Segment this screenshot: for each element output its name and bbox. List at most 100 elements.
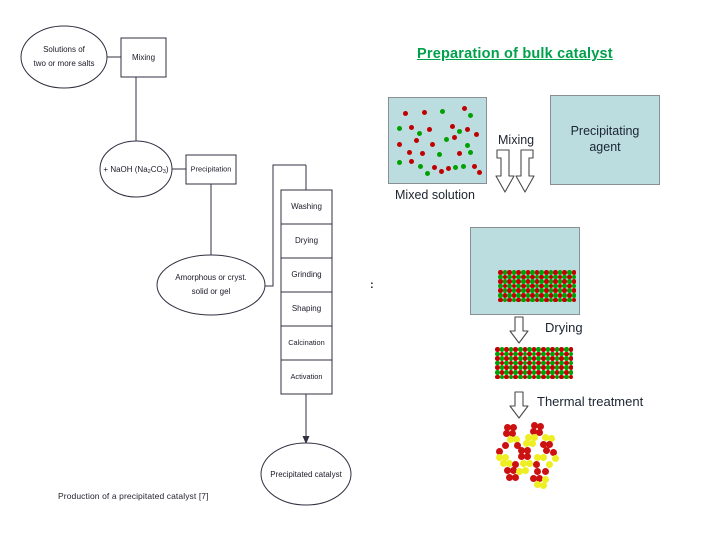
lattice-particle <box>525 274 531 280</box>
node-solutions: Solutions of two or more salts <box>20 25 108 89</box>
lattice-particle <box>511 288 517 293</box>
lattice-particle <box>562 292 567 298</box>
precipitating-agent-line2: agent <box>589 140 621 154</box>
solution-particle <box>465 143 470 148</box>
cluster-particle <box>502 442 509 449</box>
lattice-particle <box>531 374 537 380</box>
lattice-particle <box>559 369 564 375</box>
flowchart-caption: Production of a precipitated catalyst [7… <box>58 491 209 501</box>
lattice-particle <box>571 288 577 293</box>
lattice-particle <box>566 270 572 275</box>
lattice-particle <box>522 351 528 357</box>
lattice-particle <box>550 369 555 375</box>
lattice-particle <box>571 283 577 289</box>
lattice-particle <box>513 360 518 366</box>
lattice-particle <box>557 297 563 303</box>
lattice-particle <box>539 270 544 275</box>
solution-particle <box>474 132 479 137</box>
lattice-particle <box>525 279 531 284</box>
solution-particle <box>468 113 473 118</box>
lattice-particle <box>516 274 521 280</box>
cluster-particle <box>506 460 513 467</box>
lattice-particle <box>534 297 540 303</box>
mixing-arrows-icon <box>495 149 535 193</box>
cluster-particle <box>509 430 516 437</box>
thermal-treatment-label: Thermal treatment <box>537 394 644 409</box>
lattice-particle <box>511 297 517 303</box>
stray-colon-mark: : <box>370 279 374 291</box>
cluster-particle <box>533 461 540 468</box>
lattice-particle <box>531 347 537 352</box>
final-catalyst-cluster <box>490 420 568 492</box>
lattice-particle <box>554 360 560 366</box>
lattice-particle <box>562 274 567 280</box>
solution-particle <box>461 164 466 169</box>
lattice-particle <box>557 283 563 289</box>
lattice-particle <box>527 374 532 380</box>
lattice-particle <box>550 347 555 352</box>
precipitating-agent-line1: Precipitating <box>570 124 640 139</box>
lattice-particle <box>511 270 517 275</box>
cluster-particle <box>520 460 527 467</box>
lattice-particle <box>539 292 544 298</box>
cluster-particle <box>506 474 513 481</box>
lattice-particle <box>516 270 521 275</box>
cluster-particle <box>530 475 537 482</box>
lattice-particle <box>539 279 544 284</box>
drying-step-label: Drying <box>545 320 583 335</box>
lattice-particle <box>531 351 537 357</box>
lattice-particle <box>522 360 528 366</box>
lattice-particle <box>502 274 508 280</box>
lattice-particle <box>554 365 560 370</box>
lattice-particle <box>517 360 523 366</box>
lattice-particle <box>559 351 564 357</box>
lattice-particle <box>513 374 518 380</box>
lattice-particle <box>543 288 549 293</box>
lattice-particle <box>530 279 535 284</box>
lattice-particle <box>525 292 531 298</box>
lattice-particle <box>550 356 555 361</box>
lattice-particle <box>498 279 503 284</box>
lattice-particle <box>545 347 551 352</box>
page-title: Preparation of bulk catalyst <box>417 46 613 62</box>
lattice-particle <box>527 369 532 375</box>
lattice-particle <box>550 351 555 357</box>
lattice-particle <box>516 279 521 284</box>
lattice-particle <box>568 360 574 366</box>
lattice-particle <box>539 283 544 289</box>
lattice-particle <box>563 347 569 352</box>
lattice-particle <box>504 351 509 357</box>
lattice-particle <box>545 356 551 361</box>
lattice-particle <box>545 365 551 370</box>
node-naoh-label: + NaOH (Na2CO3) <box>103 165 168 175</box>
lattice-particle <box>571 279 577 284</box>
process-step-drying: Drying <box>295 236 318 245</box>
lattice-particle <box>548 292 554 298</box>
lattice-particle <box>511 274 517 280</box>
solution-particle <box>452 135 457 140</box>
lattice-particle <box>522 374 528 380</box>
lattice-particle <box>540 347 546 352</box>
lattice-particle <box>520 292 526 298</box>
lattice-particle <box>531 369 537 375</box>
lattice-particle <box>499 347 505 352</box>
lattice-particle <box>504 360 509 366</box>
cluster-particle <box>496 448 503 455</box>
lattice-particle <box>536 356 541 361</box>
lattice-particle <box>562 288 567 293</box>
lattice-particle <box>495 374 500 380</box>
lattice-particle <box>563 360 569 366</box>
solution-particle <box>397 142 402 147</box>
lattice-particle <box>517 351 523 357</box>
lattice-particle <box>553 279 558 284</box>
cluster-particle <box>523 440 530 447</box>
cluster-particle <box>510 424 517 431</box>
lattice-particle <box>499 360 505 366</box>
cluster-particle <box>510 467 517 474</box>
lattice-particle <box>553 283 558 289</box>
lattice-particle <box>571 292 577 298</box>
lattice-particle <box>531 356 537 361</box>
cluster-particle <box>524 447 531 454</box>
lattice-particle <box>554 347 560 352</box>
cluster-particle <box>507 436 514 443</box>
